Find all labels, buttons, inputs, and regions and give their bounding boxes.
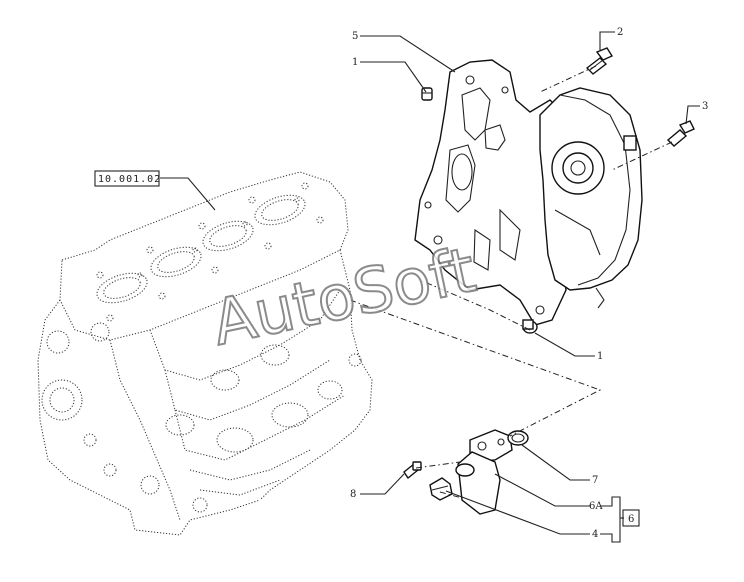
plug-part-top (421, 87, 433, 101)
callout-6a: 6A (589, 501, 603, 512)
callout-7: 7 (592, 475, 598, 486)
tube-part-6a (455, 429, 513, 515)
leader-lines (160, 31, 700, 543)
callout-3: 3 (702, 101, 708, 112)
callout-labels: 5 1 2 3 1 7 6A 4 8 6 (350, 27, 708, 540)
reference-code-box[interactable]: 10.001.02 (94, 170, 161, 187)
gear-housing-part (414, 59, 643, 334)
watermark-text: AutoSoft (206, 233, 482, 360)
oring-part-7 (507, 430, 529, 446)
callout-4: 4 (592, 529, 598, 540)
group-label-6: 6 (628, 514, 634, 525)
group-label-box (622, 509, 640, 527)
screw-part-8 (403, 461, 422, 480)
callout-1-bottom: 1 (597, 351, 603, 362)
callout-8: 8 (350, 489, 356, 500)
plug-part-4 (429, 477, 453, 501)
bolt-part-2 (585, 47, 614, 75)
callout-1-top: 1 (352, 57, 358, 68)
callout-2: 2 (617, 27, 623, 38)
callout-5: 5 (352, 31, 358, 42)
assembly-axis-lines (349, 65, 673, 499)
engine-block-illustration (37, 171, 373, 536)
reference-code-label: 10.001.02 (98, 174, 161, 185)
